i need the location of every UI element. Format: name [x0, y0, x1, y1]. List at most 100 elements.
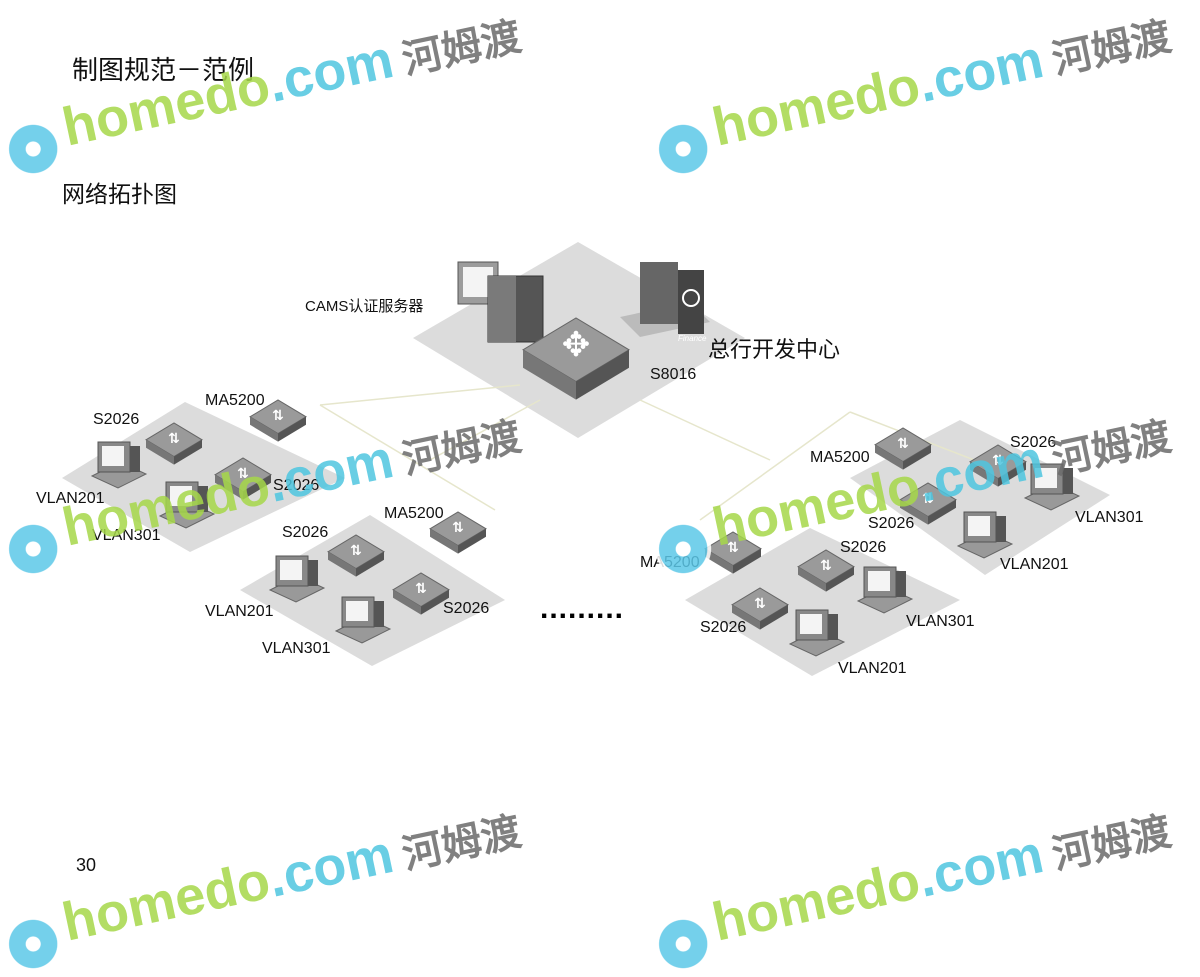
switch-icon-side: [174, 439, 202, 465]
pc-icon: [90, 441, 148, 489]
ma5200-icon: ⇅: [874, 427, 932, 470]
ma5200-icon-side: [278, 416, 306, 442]
plate-left-b: [240, 515, 505, 666]
switch-icon-glyph: ⇅: [350, 542, 362, 558]
screen: [346, 601, 368, 621]
ma5200-icon: ⇅: [704, 531, 762, 574]
building-sign: Finance: [678, 334, 707, 343]
ma5200-icon-glyph: ⇅: [727, 539, 739, 555]
pc-icon: [268, 555, 326, 603]
switch-icon-side: [732, 604, 760, 630]
vlan-label: VLAN201: [36, 490, 105, 507]
network-link: [699, 411, 851, 521]
ma5200-icon-side: [733, 548, 761, 574]
ma5200-icon-glyph: ⇅: [452, 519, 464, 535]
switch-icon: ⇅: [214, 457, 272, 500]
core-switch-icon-side: [523, 349, 576, 400]
switch-icon-side: [900, 499, 928, 525]
monitor-back: [308, 560, 318, 586]
switch-label: S2026: [273, 477, 320, 494]
switch-icon-glyph: ⇅: [922, 490, 934, 506]
screen: [102, 446, 124, 466]
ma5200-icon-side: [903, 444, 931, 470]
center-label: 总行开发中心: [708, 337, 841, 362]
pc-icon: [158, 481, 216, 529]
switch-icon-glyph: ⇅: [992, 452, 1004, 468]
vlan-label: VLAN201: [205, 603, 274, 620]
screen: [868, 571, 890, 591]
pc-icon: [334, 596, 392, 644]
network-link: [639, 399, 771, 461]
switch-icon-side: [356, 551, 384, 577]
network-diagram: Finance ✥ ⇅ ⇅ ⇅ ⇅ ⇅ ⇅ ⇅ ⇅ ⇅ ⇅ ⇅ ⇅: [62, 242, 1110, 676]
switch-icon-side: [243, 474, 271, 500]
switch-label: S2026: [1010, 434, 1057, 451]
switch-icon: ⇅: [797, 549, 855, 592]
slide-title: 制图规范－范例: [72, 55, 255, 85]
screen: [800, 614, 822, 634]
switch-icon-side: [146, 439, 174, 465]
switch-label: S2026: [840, 539, 887, 556]
network-link: [429, 399, 541, 461]
vlan-label: VLAN301: [92, 527, 161, 544]
screen: [170, 486, 192, 506]
switch-label: S2026: [282, 524, 329, 541]
switch-icon: ⇅: [327, 534, 385, 577]
ma-label: MA5200: [384, 505, 444, 522]
screen: [1035, 468, 1057, 488]
switch-icon-side: [760, 604, 788, 630]
core-switch-icon-side: [576, 349, 629, 400]
switch-label: S2026: [93, 411, 140, 428]
pc-icon: [956, 511, 1014, 559]
ma5200-icon-glyph: ⇅: [897, 435, 909, 451]
core-switch-icon-glyph: ✥: [562, 326, 591, 364]
ma5200-icon-side: [458, 528, 486, 554]
switch-icon-side: [970, 461, 998, 487]
switch-icon: ⇅: [731, 587, 789, 630]
bank-logo-icon: [682, 289, 700, 307]
core-switch-label: S8016: [650, 366, 697, 383]
core-switch-icon: ✥: [522, 317, 630, 400]
vlan-label: VLAN301: [262, 640, 331, 657]
switch-icon-glyph: ⇅: [415, 580, 427, 596]
switch-icon: ⇅: [899, 482, 957, 525]
ma5200-icon-side: [430, 528, 458, 554]
building-icon: Finance: [620, 262, 710, 343]
switch-icon-side: [328, 551, 356, 577]
building-front: [640, 262, 678, 324]
switch-icon-side: [393, 589, 421, 615]
plate-right-b: [685, 528, 960, 676]
flower-logo-icon: [0, 910, 67, 977]
switch-icon: ⇅: [392, 572, 450, 615]
switch-icon-glyph: ⇅: [168, 430, 180, 446]
switch-icon: ⇅: [969, 444, 1027, 487]
ma5200-icon: ⇅: [429, 511, 487, 554]
switch-icon-side: [215, 474, 243, 500]
flower-logo-icon: [649, 910, 717, 977]
pc-icon: [788, 609, 846, 657]
switch-icon-glyph: ⇅: [754, 595, 766, 611]
ellipsis: .........: [540, 592, 625, 625]
screen: [968, 516, 990, 536]
page-number: 30: [76, 855, 97, 875]
switch-label: S2026: [868, 515, 915, 532]
ma-label: MA5200: [810, 449, 870, 466]
plate-left-a: [62, 402, 345, 552]
monitor-back: [828, 614, 838, 640]
monitor-back: [198, 486, 208, 512]
pc-icon: [1023, 463, 1081, 511]
server-icon: [457, 261, 544, 343]
switch-icon-side: [998, 461, 1026, 487]
vlan-label: VLAN201: [1000, 556, 1069, 573]
network-link: [319, 384, 521, 406]
tower-front: [488, 276, 516, 342]
switch-icon: ⇅: [145, 422, 203, 465]
building-side: [678, 270, 704, 334]
monitor-back: [896, 571, 906, 597]
switch-icon-side: [826, 566, 854, 592]
switch-label: S2026: [443, 600, 490, 617]
switch-icon-side: [928, 499, 956, 525]
ma5200-icon-glyph: ⇅: [272, 407, 284, 423]
monitor-back: [374, 601, 384, 627]
switch-icon-side: [421, 589, 449, 615]
